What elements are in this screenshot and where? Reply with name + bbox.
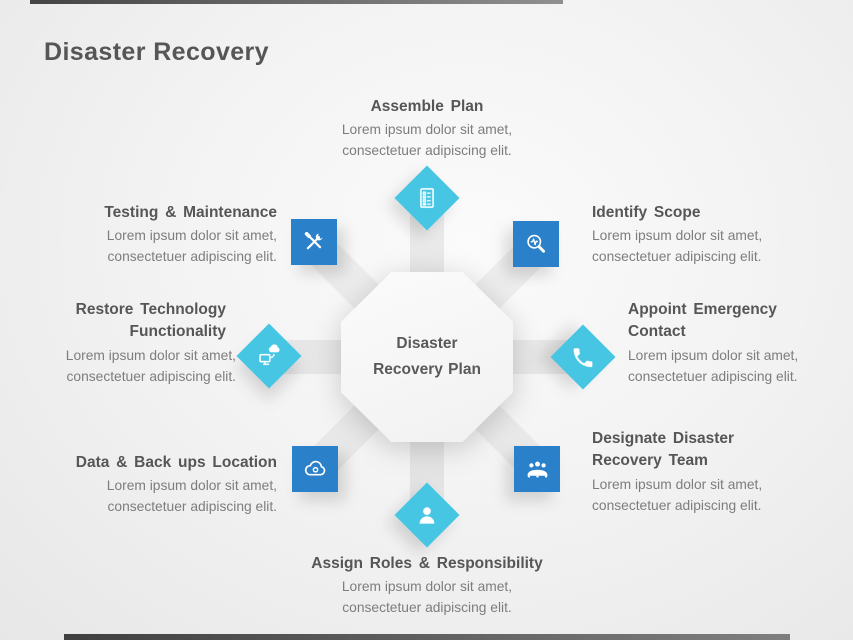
node-description: Lorem ipsum dolor sit amet, consectetuer… [628, 347, 799, 384]
node-icon-bottom-left [292, 446, 338, 492]
node-icon-bottom-right [514, 446, 560, 492]
center-octagon: Disaster Recovery Plan [341, 272, 513, 442]
node-description: Lorem ipsum dolor sit amet, consectetuer… [106, 478, 277, 515]
scope-magnifier-icon [523, 231, 549, 257]
page-title: Disaster Recovery [44, 38, 269, 66]
node-description: Lorem ipsum dolor sit amet, consectetuer… [106, 228, 277, 265]
node-title: Appoint Emergency Contact [628, 301, 777, 341]
node-top-left: Testing & Maintenance Lorem ipsum dolor … [32, 202, 277, 268]
node-bottom: Assign Roles & Responsibility Lorem ipsu… [277, 553, 577, 619]
node-title: Designate Disaster Recovery Team [592, 430, 735, 470]
cloud-backup-icon [302, 456, 329, 483]
node-icon-top-left [291, 219, 337, 265]
node-description: Lorem ipsum dolor sit amet, consectetuer… [592, 476, 763, 513]
node-icon-top [394, 165, 460, 231]
node-description: Lorem ipsum dolor sit amet, consectetuer… [341, 579, 513, 616]
restore-technology-icon [256, 343, 282, 369]
node-description: Lorem ipsum dolor sit amet, consectetuer… [592, 228, 763, 265]
node-title: Testing & Maintenance [104, 204, 277, 221]
bottom-edge-shadow [64, 634, 790, 640]
tools-icon [301, 229, 327, 255]
node-title: Data & Back ups Location [75, 454, 277, 471]
node-description: Lorem ipsum dolor sit amet, consectetuer… [65, 347, 236, 384]
checklist-icon [414, 185, 440, 211]
phone-icon [571, 345, 596, 370]
node-bottom-right: Designate Disaster Recovery Team Lorem i… [592, 428, 797, 516]
node-bottom-left: Data & Back ups Location Lorem ipsum dol… [32, 452, 277, 518]
team-meeting-icon [524, 456, 551, 483]
top-edge-shadow [30, 0, 563, 4]
node-title: Assign Roles & Responsibility [311, 555, 543, 572]
node-title: Restore Technology Functionality [75, 301, 226, 341]
node-icon-bottom [394, 482, 460, 548]
node-icon-right [550, 324, 616, 390]
node-title: Assemble Plan [370, 98, 484, 115]
node-icon-top-right [513, 221, 559, 267]
node-icon-left [236, 323, 302, 389]
node-left: Restore Technology Functionality Lorem i… [31, 299, 236, 387]
node-description: Lorem ipsum dolor sit amet, consectetuer… [341, 122, 513, 159]
node-top: Assemble Plan Lorem ipsum dolor sit amet… [287, 96, 567, 162]
center-octagon-shape: Disaster Recovery Plan [341, 272, 513, 442]
node-top-right: Identify Scope Lorem ipsum dolor sit ame… [592, 202, 797, 268]
node-title: Identify Scope [592, 204, 701, 221]
person-icon [415, 503, 440, 528]
center-label: Disaster Recovery Plan [373, 335, 481, 378]
node-right: Appoint Emergency Contact Lorem ipsum do… [628, 299, 833, 387]
